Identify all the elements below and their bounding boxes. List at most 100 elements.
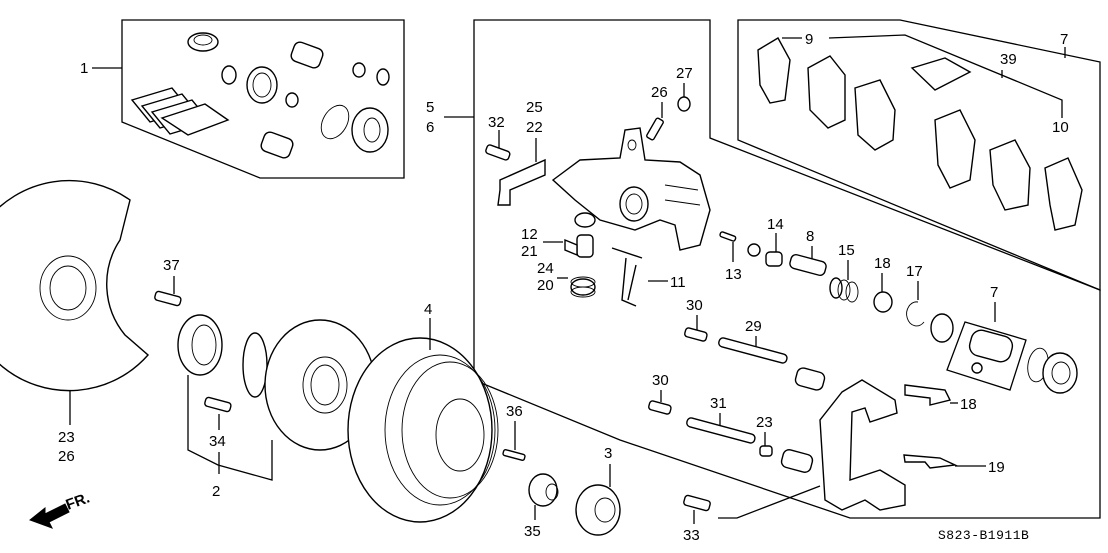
callout-21[interactable]: 21 [521, 243, 538, 260]
callout-10-right[interactable]: 10 [1052, 119, 1069, 136]
hub-group: 34 2 [177, 314, 376, 500]
callout-5[interactable]: 5 [426, 99, 434, 116]
callout-11[interactable]: 11 [670, 274, 686, 291]
spring-clip-part [611, 247, 643, 307]
callout-39[interactable]: 39 [1000, 51, 1017, 68]
lever-part [576, 234, 594, 258]
boot-inner [193, 34, 213, 46]
callout-34[interactable]: 35 [524, 523, 541, 540]
upper-pin-boot [794, 367, 826, 391]
piston-nut [971, 362, 983, 374]
callout-14[interactable]: 14 [767, 216, 784, 233]
callout-18-lower[interactable]: 19 [988, 459, 1005, 476]
callout-12[interactable]: 12 [521, 226, 538, 243]
piston-part [968, 329, 1014, 363]
spring-cover-part [789, 254, 827, 276]
splash-guard-bolt-part [154, 290, 182, 307]
dust-seal-8-inner [1051, 361, 1071, 385]
callout-9[interactable]: 8 [806, 228, 814, 245]
lower-slide-pin-part [686, 417, 756, 444]
callout-16[interactable]: 17 [906, 263, 923, 280]
callout-3[interactable]: 3 [604, 445, 612, 462]
pad-set-group: 7 9 10 39 [737, 19, 1101, 291]
callout-1[interactable]: 1 [80, 60, 88, 77]
spindle-nut-part [528, 473, 558, 507]
dust-seal-part [351, 107, 389, 153]
piston-seal-inner [252, 72, 272, 98]
washer-part [747, 243, 761, 257]
callout-15[interactable]: 15 [838, 242, 855, 259]
washer-a [352, 62, 366, 78]
grease-packets [130, 87, 230, 136]
callout-23[interactable]: 26 [58, 448, 75, 465]
boot-part [187, 32, 219, 52]
bearing-inner [191, 324, 217, 366]
callout-17[interactable]: 18 [874, 255, 891, 272]
hub-bore [302, 356, 348, 414]
spindle-nut-inner [545, 483, 559, 501]
callout-35[interactable]: 32 [488, 114, 505, 131]
callout-27[interactable]: 27 [676, 65, 693, 82]
pad-retainer-lower-part [903, 454, 958, 469]
callout-30-lower[interactable]: 30 [652, 372, 669, 389]
disc-bore [435, 398, 485, 472]
pad-set-box-outline [737, 19, 1101, 291]
callout-37[interactable]: 37 [163, 257, 180, 274]
leader-32-bracket [718, 485, 821, 519]
callout-25[interactable]: 22 [526, 119, 543, 136]
hose-bracket-part [497, 158, 546, 206]
splash-guard-hole [49, 265, 87, 311]
bleeder-cap-part [677, 96, 691, 112]
callout-36[interactable]: 36 [506, 403, 523, 420]
callout-13[interactable]: 13 [725, 266, 742, 283]
sleeve-part [765, 251, 783, 267]
callout-31[interactable]: 31 [710, 395, 727, 412]
small-seal-part [285, 92, 299, 108]
callout-18-upper[interactable]: 18 [960, 396, 977, 413]
callout-33[interactable]: 34 [209, 433, 226, 450]
callout-30-upper[interactable]: 30 [686, 297, 703, 314]
callout-22[interactable]: 23 [58, 429, 75, 446]
seal-kit-group: 1 [80, 19, 405, 179]
circlip-16-part [906, 301, 925, 327]
pin-boot-upper [290, 41, 324, 69]
drawing-code: S823-B1911B [938, 528, 1029, 543]
callout-2[interactable]: 2 [212, 483, 220, 500]
disc-hat-inner [401, 361, 499, 499]
callout-26[interactable]: 26 [651, 84, 668, 101]
adjust-spring-part [829, 277, 859, 303]
callout-4[interactable]: 4 [424, 301, 432, 318]
hub-bore-inner [310, 364, 340, 406]
callout-6[interactable]: 6 [426, 119, 434, 136]
callout-32[interactable]: 33 [683, 527, 700, 544]
callout-24[interactable]: 20 [537, 277, 554, 294]
disc-hat [384, 354, 496, 506]
pin-bolt-upper-part [684, 327, 708, 342]
callout-20[interactable]: 25 [526, 99, 543, 116]
piston-bracket-outline [946, 321, 1027, 391]
bearing-part [177, 314, 223, 376]
callout-19[interactable]: 24 [537, 260, 554, 277]
pin-boot-lower [260, 131, 294, 159]
pin-bolt-lower-part [648, 400, 672, 415]
callout-29[interactable]: 29 [745, 318, 762, 335]
front-arrow-icon [28, 503, 70, 529]
nut-part [574, 212, 596, 228]
hub-cap-inner [594, 497, 616, 523]
brake-disc-part [347, 337, 493, 523]
front-direction-marker: FR. [28, 490, 92, 529]
splash-guard-center [39, 255, 97, 321]
callout-7[interactable]: 7 [1060, 31, 1068, 48]
splash-guard-part [0, 179, 149, 392]
callout-28[interactable]: 23 [756, 414, 773, 431]
circlip-part [320, 104, 350, 140]
disc-screw-part [502, 449, 526, 461]
callout-8[interactable]: 7 [990, 284, 998, 301]
caliper-assembly-group: 5 6 32 25 22 26 27 12 21 24 [426, 19, 1101, 544]
seal-kit-box-outline [121, 19, 405, 179]
piston-seal-part [246, 66, 278, 104]
lower-pin-boot [780, 449, 814, 473]
callout-10-left[interactable]: 9 [805, 31, 813, 48]
bolt-35 [485, 144, 511, 161]
